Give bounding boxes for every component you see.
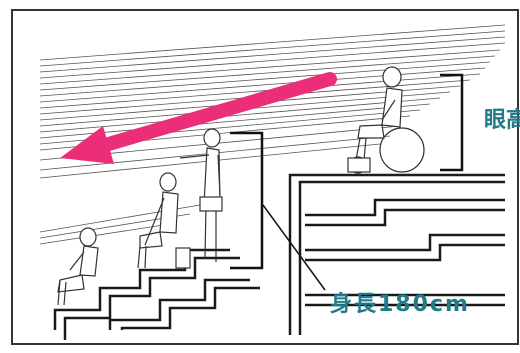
figure-standing [180,129,222,262]
figure-seated-bench [138,173,190,268]
figure-seated-floor [58,228,98,305]
body-height-label: 身長180cm [330,286,470,318]
eye-height-label: 眼高 [484,102,520,134]
height-bracket [230,133,262,268]
figure-wheelchair [348,67,424,173]
height-leader-line [263,205,325,290]
eye-height-bracket [440,75,462,170]
